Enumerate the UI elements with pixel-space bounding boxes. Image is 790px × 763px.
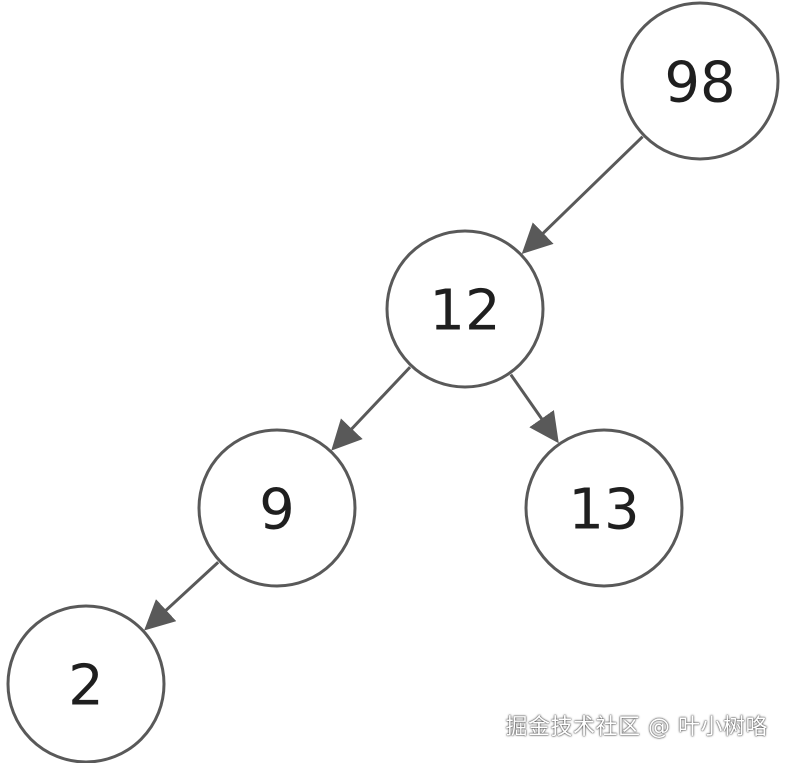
tree-node-2: 2	[6, 604, 166, 763]
node-circle	[197, 428, 357, 588]
edges-layer	[144, 135, 644, 631]
node-label: 98	[664, 51, 735, 116]
tree-node-9: 9	[197, 428, 357, 588]
node-label: 12	[429, 279, 500, 344]
edge-n12-to-n9	[331, 366, 412, 451]
nodes-layer: 98 12 9 13 2	[6, 1, 780, 763]
edge-n12-to-n13	[509, 373, 559, 444]
node-label: 9	[259, 478, 295, 543]
node-label: 2	[68, 654, 104, 719]
node-circle	[524, 428, 684, 588]
node-circle	[620, 1, 780, 161]
node-circle	[6, 604, 166, 763]
node-circle	[385, 229, 545, 389]
tree-node-12: 12	[385, 229, 545, 389]
tree-node-13: 13	[524, 428, 684, 588]
watermark-text: 掘金技术社区 @ 叶小树咯	[505, 715, 768, 740]
edge-n98-to-n12	[521, 135, 644, 254]
edge-n9-to-n2	[144, 561, 220, 631]
tree-node-98: 98	[620, 1, 780, 161]
node-label: 13	[568, 478, 639, 543]
